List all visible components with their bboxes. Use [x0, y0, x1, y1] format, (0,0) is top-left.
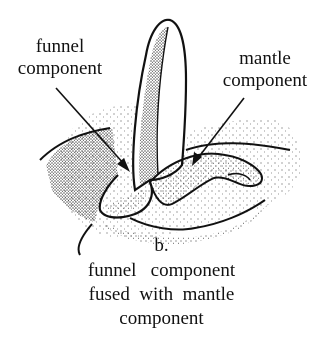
caption-letter: b. — [0, 235, 323, 257]
figure-caption: funnel component fused with mantle compo… — [0, 259, 323, 331]
mantle-component-label: mantle component — [212, 48, 318, 92]
funnel-component-label: funnel component — [8, 36, 112, 80]
